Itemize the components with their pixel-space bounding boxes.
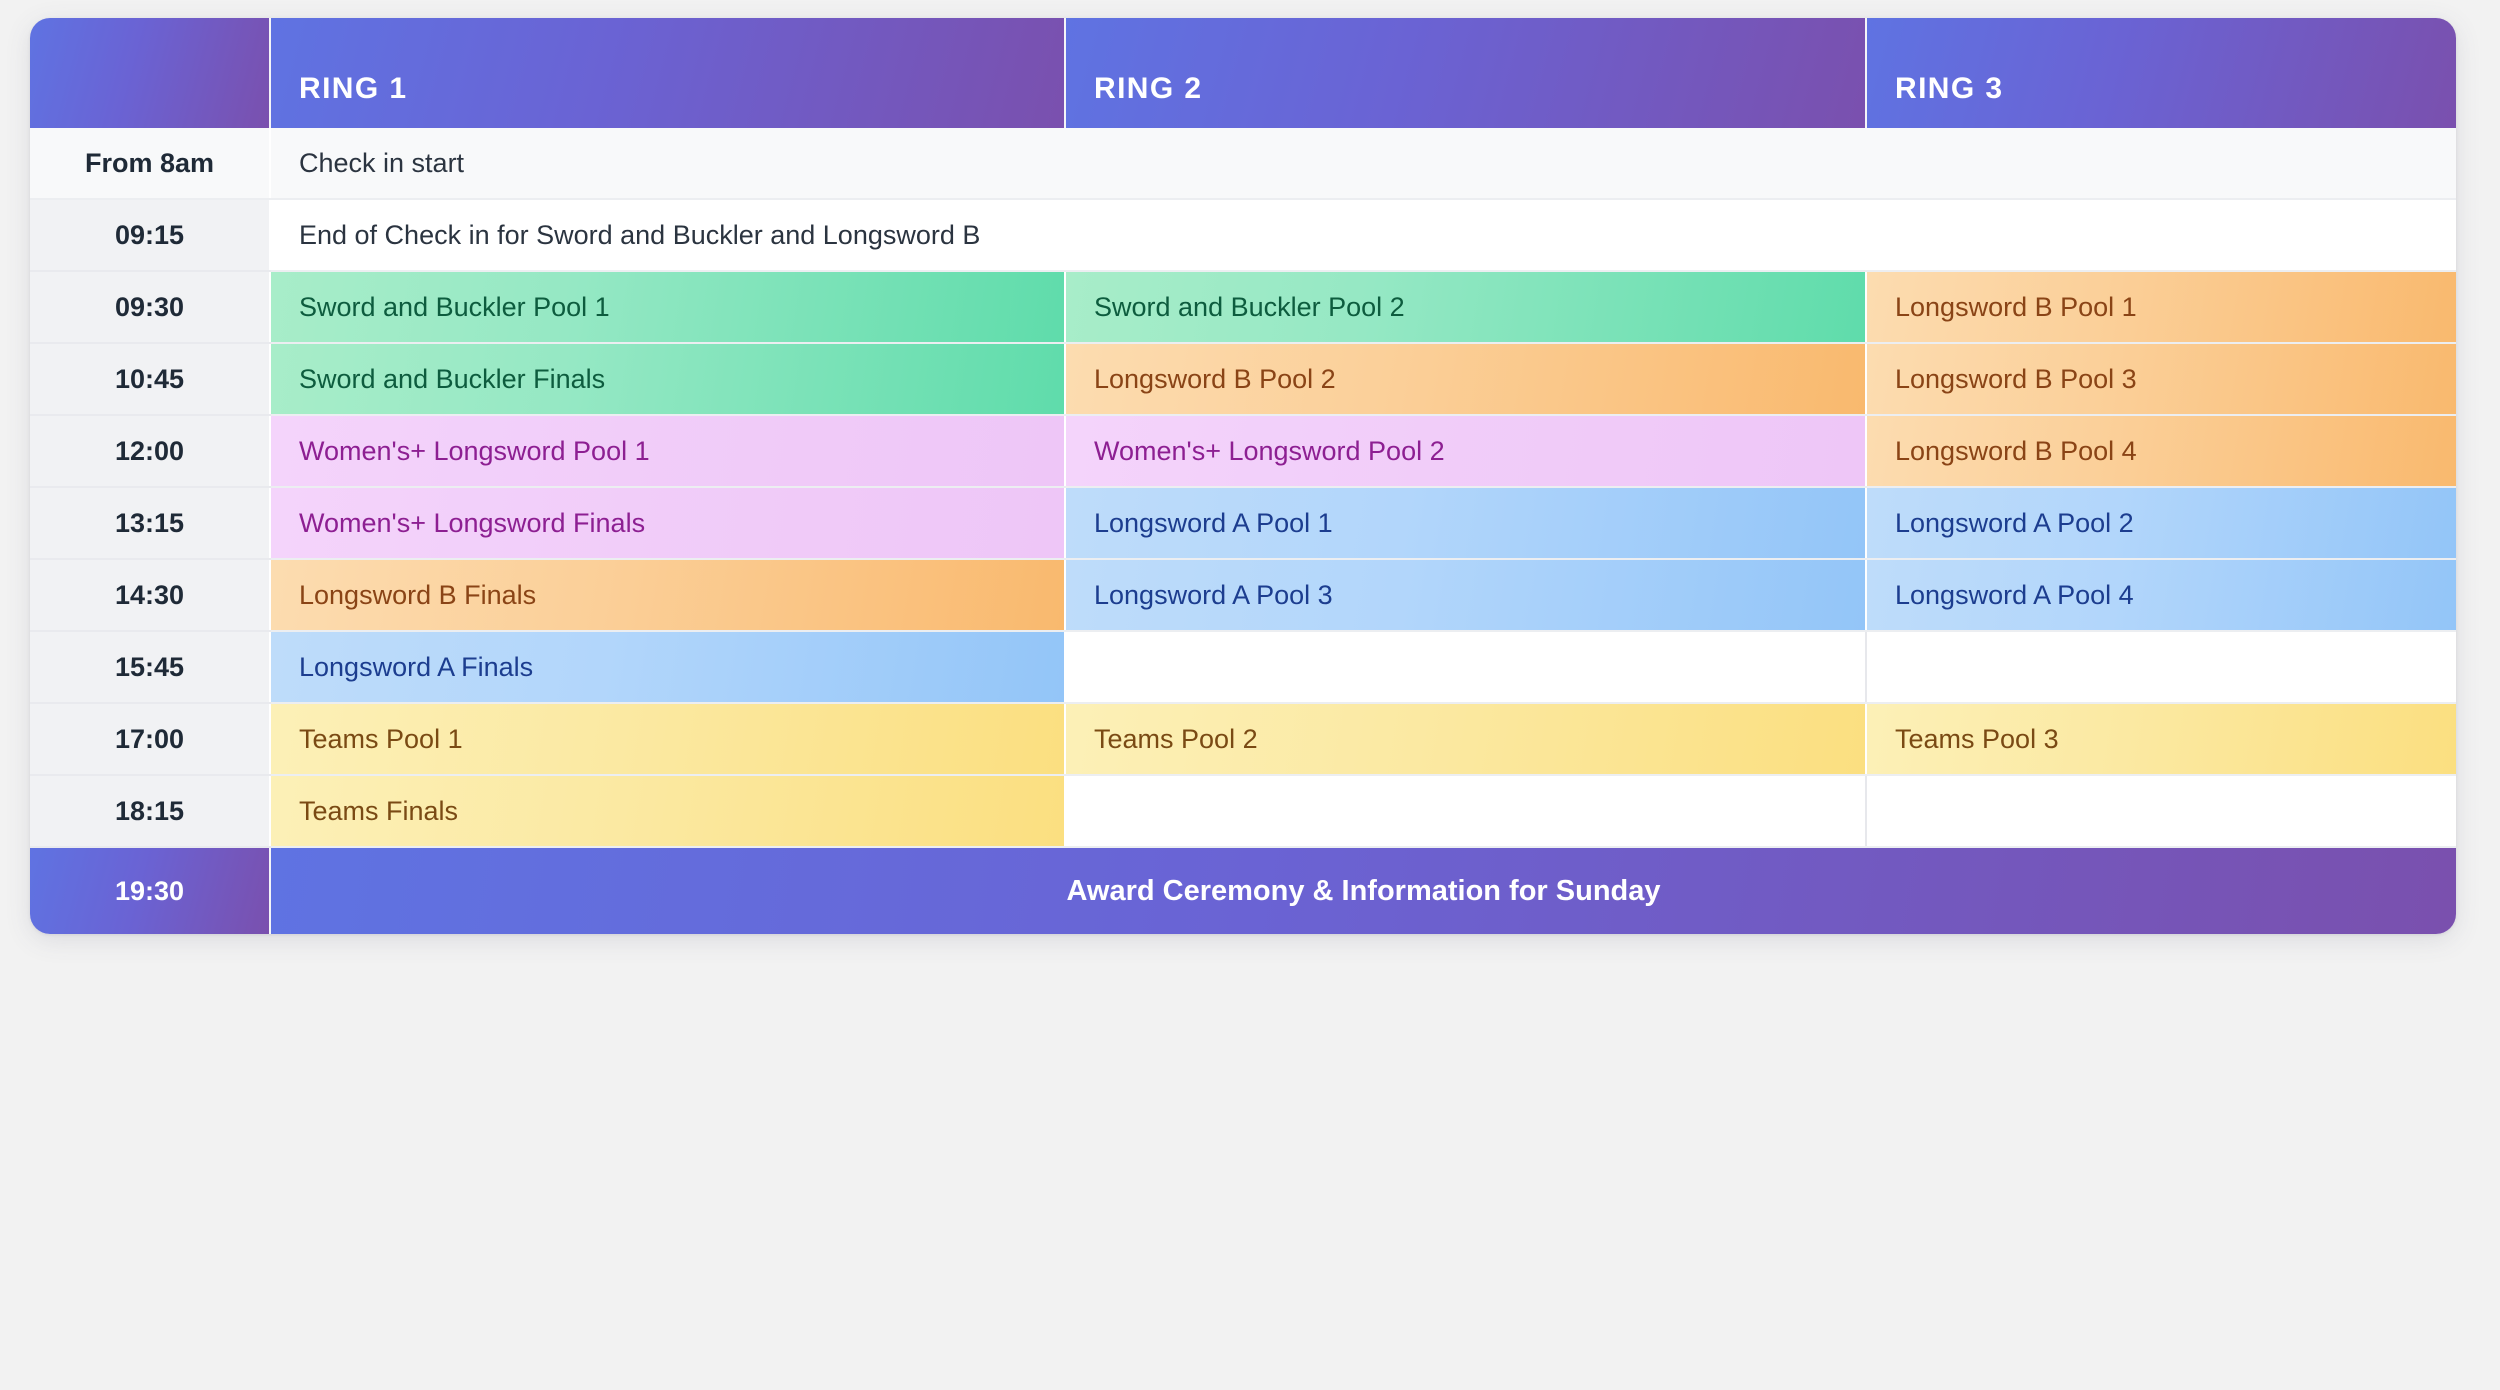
header-row: RING 1 RING 2 RING 3 bbox=[30, 18, 2456, 128]
schedule-event-cell: Women's+ Longsword Finals bbox=[270, 487, 1066, 560]
schedule-empty-cell bbox=[1866, 631, 2456, 704]
header-time-column bbox=[30, 18, 271, 128]
header-ring-1: RING 1 bbox=[270, 18, 1066, 128]
row-time-label: 15:45 bbox=[30, 631, 271, 704]
schedule-empty-cell bbox=[1065, 631, 1867, 704]
header-ring-3-label: RING 3 bbox=[1895, 72, 2004, 105]
table-header: RING 1 RING 2 RING 3 bbox=[30, 18, 2456, 128]
schedule-event-cell: Women's+ Longsword Pool 1 bbox=[270, 415, 1066, 488]
row-time-label: 10:45 bbox=[30, 343, 271, 416]
schedule-event-cell: Longsword A Pool 2 bbox=[1866, 487, 2456, 560]
row-time-label: From 8am bbox=[30, 128, 271, 200]
schedule-event-cell: Sword and Buckler Finals bbox=[270, 343, 1066, 416]
schedule-event-cell: Teams Pool 3 bbox=[1866, 703, 2456, 776]
schedule-event-cell: End of Check in for Sword and Buckler an… bbox=[270, 199, 2456, 272]
schedule-event-cell: Longsword B Pool 3 bbox=[1866, 343, 2456, 416]
header-ring-2: RING 2 bbox=[1065, 18, 1867, 128]
schedule-event-cell: Longsword B Finals bbox=[270, 559, 1066, 632]
schedule-event-cell: Longsword B Pool 4 bbox=[1866, 415, 2456, 488]
schedule-event-cell: Teams Pool 2 bbox=[1065, 703, 1867, 776]
schedule-event-cell: Longsword A Finals bbox=[270, 631, 1066, 704]
schedule-empty-cell bbox=[1866, 775, 2456, 848]
award-ceremony-cell: Award Ceremony & Information for Sunday bbox=[270, 847, 2456, 934]
row-time-label: 17:00 bbox=[30, 703, 271, 776]
schedule-event-cell: Women's+ Longsword Pool 2 bbox=[1065, 415, 1867, 488]
schedule-event-cell: Longsword B Pool 2 bbox=[1065, 343, 1867, 416]
row-time-label: 12:00 bbox=[30, 415, 271, 488]
schedule-event-cell: Check in start bbox=[270, 128, 2456, 200]
schedule-event-cell: Longsword A Pool 3 bbox=[1065, 559, 1867, 632]
row-time-label: 09:15 bbox=[30, 199, 271, 272]
schedule-event-cell: Longsword A Pool 4 bbox=[1866, 559, 2456, 632]
schedule-event-cell: Teams Finals bbox=[270, 775, 1066, 848]
schedule-event-cell: Teams Pool 1 bbox=[270, 703, 1066, 776]
schedule-event-cell: Sword and Buckler Pool 1 bbox=[270, 271, 1066, 344]
row-time-label: 09:30 bbox=[30, 271, 271, 344]
header-ring-1-label: RING 1 bbox=[299, 72, 408, 105]
row-time-label: 18:15 bbox=[30, 775, 271, 848]
schedule-event-cell: Sword and Buckler Pool 2 bbox=[1065, 271, 1867, 344]
award-time-label: 19:30 bbox=[30, 847, 271, 934]
schedule-empty-cell bbox=[1065, 775, 1867, 848]
schedule-event-cell: Longsword A Pool 1 bbox=[1065, 487, 1867, 560]
row-time-label: 14:30 bbox=[30, 559, 271, 632]
header-ring-3: RING 3 bbox=[1866, 18, 2456, 128]
header-ring-2-label: RING 2 bbox=[1094, 72, 1203, 105]
row-time-label: 13:15 bbox=[30, 487, 271, 560]
schedule-event-cell: Longsword B Pool 1 bbox=[1866, 271, 2456, 344]
